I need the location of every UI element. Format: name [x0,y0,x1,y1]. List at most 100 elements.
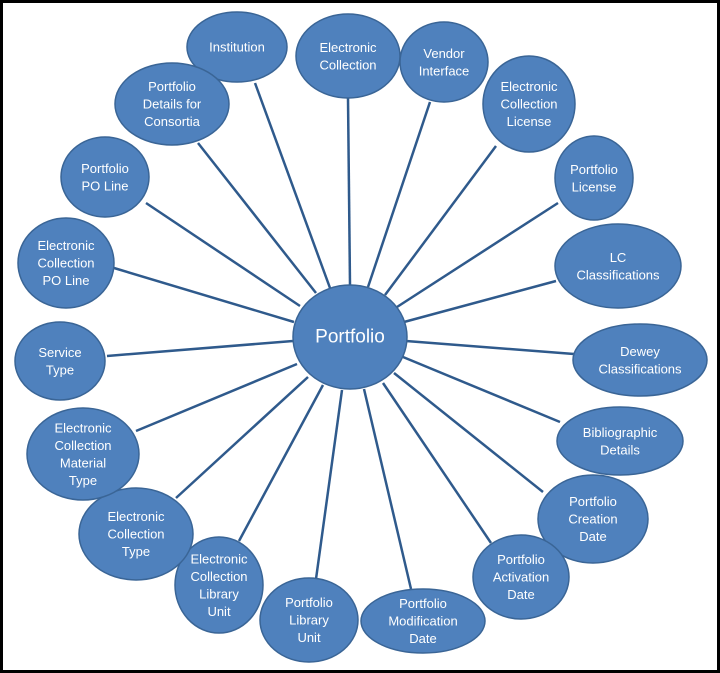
node-label-line: Portfolio [399,596,447,611]
node-ellipse-electronic-collection-po-line [17,217,115,309]
node-label-line: Details for [143,97,202,112]
node-label-line: Portfolio [569,494,617,509]
connector-portfolio-license [396,201,559,309]
node-label-line: PO Line [82,178,129,193]
connector-portfolio-activation-date [381,382,493,544]
node-ellipse-electronic-collection-library-unit [174,536,264,634]
node-label-line: Portfolio [570,162,618,177]
connector-bibliographic-details [402,355,561,424]
node-label-line: Collection [500,97,557,112]
connector-electronic-collection-license [383,145,498,296]
node-label-line: Type [69,473,97,488]
connector-electronic-collection-library-unit [237,384,325,542]
node-label-line: Collection [54,438,111,453]
node-ellipse-lc-classifications [554,223,682,309]
node-label-line: Electronic [54,420,112,435]
node-label-line: Interface [419,63,470,78]
connector-institution [253,82,332,289]
node-label-line: Portfolio [315,327,385,348]
node-label-line: Classifications [576,267,660,282]
node-label-line: Activation [493,570,549,585]
node-label-line: Creation [568,512,617,527]
node-label-line: Portfolio [148,79,196,94]
node-label-line: Electronic [319,40,377,55]
node-ellipse-portfolio-modification-date [360,588,486,654]
connector-service-type [106,339,294,358]
node-label-line: License [572,179,617,194]
node-label-line: Dewey [620,344,660,359]
node-label-line: Date [409,631,436,646]
node-ellipse-portfolio-activation-date [472,534,570,620]
node-label-line: Collection [107,527,164,542]
node-label-line: Details [600,442,640,457]
node-ellipse-portfolio-po-line [60,136,150,218]
node-ellipse-service-type [14,321,106,401]
node-label-line: Unit [207,604,231,619]
node-lc-classifications: LC Classifications [554,223,682,309]
node-label-line: Unit [297,630,321,645]
node-label-line: Bibliographic [583,425,658,440]
node-label-line: LC [610,250,627,265]
node-label-line: Institution [209,40,265,55]
node-label-line: Vendor [423,46,465,61]
connector-electronic-collection [346,97,352,286]
center-node: Portfolio [292,284,408,390]
node-label-line: Electronic [500,79,558,94]
node-label-line: Material [60,455,106,470]
node-label-line: Electronic [190,551,248,566]
connector-lc-classifications [403,279,557,324]
node-ellipse-portfolio-details-for-consortia [114,62,230,146]
node-label-line: Electronic [107,509,165,524]
node-label-line: Library [289,613,329,628]
node-ellipse-portfolio-library-unit [259,577,359,663]
connector-portfolio-modification-date [362,388,413,590]
node-label-line: Portfolio [285,595,333,610]
node-label-line: Type [122,544,150,559]
node-ellipse-bibliographic-details [556,406,684,476]
node-label-line: Date [507,587,534,602]
node-ellipse-electronic-collection-material-type [26,407,140,501]
node-institution: Institution [186,11,288,83]
node-label-line: Collection [319,57,376,72]
connector-dewey-classifications [405,339,575,356]
node-label-line: Library [199,586,239,601]
node-label-line: Modification [388,614,457,629]
connector-portfolio-library-unit [314,389,344,580]
connector-electronic-collection-material-type [135,362,298,433]
node-label-line: PO Line [43,273,90,288]
connector-portfolio-creation-date [393,372,544,493]
connector-portfolio-po-line [145,201,301,308]
node-ellipse-portfolio-license [554,135,634,221]
node-label-line: Electronic [37,238,95,253]
node-ellipse-portfolio-creation-date [537,474,649,564]
node-ellipse-vendor-interface [399,21,489,103]
node-label-line: Consortia [144,114,200,129]
node-label-line: Service [38,345,81,360]
node-label-line: Portfolio [81,161,129,176]
node-ellipse-institution [186,11,288,83]
node-label-line: Portfolio [497,552,545,567]
node-ellipse-dewey-classifications [572,323,708,397]
node-label-line: Classifications [598,361,682,376]
connector-portfolio-details-for-consortia [197,142,317,294]
connector-vendor-interface [366,101,432,288]
node-ellipse-electronic-collection-type [78,487,194,581]
